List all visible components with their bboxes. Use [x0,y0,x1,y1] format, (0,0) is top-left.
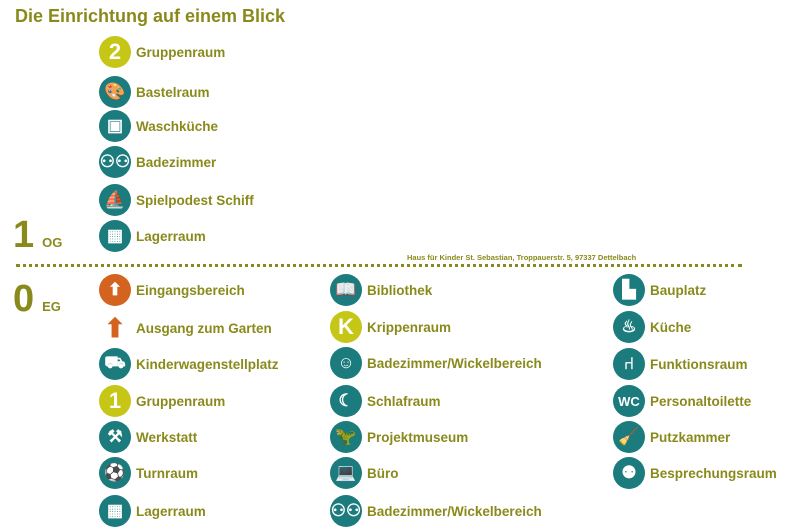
legend-item: ⚇⚇ Badezimmer [99,145,216,179]
legend-item: ⛵ Spielpodest Schiff [99,183,254,217]
legend-item: ⚽ Turnraum [99,456,198,490]
legend-item: ▦ Lagerraum [99,219,206,253]
legend-item: 📖 Bibliothek [330,273,432,307]
legend-label: Gruppenraum [136,393,226,409]
legend-label: Besprechungsraum [650,465,777,481]
bucket-mop-icon: 🧹 [613,421,645,453]
blocks-icon: ▙ [613,274,645,306]
legend-label: Gruppenraum [136,44,226,60]
legend-item: ⚉ Besprechungsraum [613,456,777,490]
legend-item: 🧹 Putzkammer [613,420,730,454]
legend-label: Büro [367,465,399,481]
legend-item: 🎨 Bastelraum [99,75,210,109]
legend-item: ⛟ Kinderwagenstellplatz [99,347,279,381]
legend-item: ⑁ Funktionsraum [613,347,748,381]
letter-k-icon: K [330,311,362,343]
floor-divider [16,264,742,267]
moon-star-icon: ☾ [330,385,362,417]
legend-item: 🦖 Projektmuseum [330,420,468,454]
legend-item: ⬆ Eingangsbereich [99,273,245,307]
number-1-icon: 1 [99,385,131,417]
hammer-icon: ⚒ [99,421,131,453]
legend-label: Bibliothek [367,282,433,298]
legend-label: Krippenraum [367,319,452,335]
legend-item: 💻 Büro [330,456,399,490]
legend-label: Waschküche [136,118,219,134]
legend-item: ☾ Schlafraum [330,384,441,418]
laptop-icon: 💻 [330,457,362,489]
legend-item: ⚒ Werkstatt [99,420,197,454]
legend-label: Werkstatt [136,429,198,445]
legend-label: Schlafraum [367,393,441,409]
legend-label: Bauplatz [650,282,707,298]
floor-label: OG [42,235,63,250]
cooking-pot-icon: ♨ [613,311,645,343]
legend-label: Putzkammer [650,429,731,445]
legend-item: 1 Gruppenraum [99,384,225,418]
sailboat-icon: ⛵ [99,184,131,216]
legend-label: Küche [650,319,692,335]
legend-label: Ausgang zum Garten [136,320,272,336]
legend-label: Spielpodest Schiff [136,192,254,208]
address: Haus für Kinder St. Sebastian, Troppauer… [407,253,637,262]
children-icon: ⚇⚇ [99,146,131,178]
legend-label: Lagerraum [136,503,206,519]
legend-label: Turnraum [136,465,199,481]
legend-label: Bastelraum [136,84,210,100]
palette-brush-icon: 🎨 [99,76,131,108]
legend-label: Eingangsbereich [136,282,245,298]
legend-item: ▦ Lagerraum [99,494,206,528]
book-icon: 📖 [330,274,362,306]
floor-label: EG [42,299,61,314]
page-title: Die Einrichtung auf einem Blick [15,6,286,26]
legend-item: ▣ Waschküche [99,109,218,143]
legend-label: Badezimmer/Wickelbereich [367,355,542,371]
number-2-icon: 2 [99,36,131,68]
legend-item: ⚇⚇ Badezimmer/Wickelbereich [330,494,542,528]
dinosaur-icon: 🦖 [330,421,362,453]
children-icon: ⚇⚇ [330,495,362,527]
legend-item: ▙ Bauplatz [613,273,706,307]
stroller-icon: ⛟ [99,348,131,380]
shelves-icon: ▦ [99,495,131,527]
legend-label: Personaltoilette [650,393,752,409]
legend-item: ☺ Badezimmer/Wickelbereich [330,346,542,380]
legend-item: ♨ Küche [613,310,691,344]
legend-item: 2 Gruppenraum [99,35,225,69]
legend-label: Funktionsraum [650,356,748,372]
ball-icon: ⚽ [99,457,131,489]
shelves-icon: ▦ [99,220,131,252]
arrow-up-icon: ⬆ [104,312,126,343]
legend-label: Kinderwagenstellplatz [136,356,279,372]
legend-label: Badezimmer/Wickelbereich [367,503,542,519]
legend-item: K Krippenraum [330,310,451,344]
arrow-up-icon: ⬆ [99,274,131,306]
legend-label: Lagerraum [136,228,206,244]
washing-machine-icon: ▣ [99,110,131,142]
legend-item: ⬆ Ausgang zum Garten [99,311,272,345]
legend-label: Projektmuseum [367,429,469,445]
legend-item: WC Personaltoilette [613,384,751,418]
floor-number: 0 [13,278,35,320]
baby-icon: ☺ [330,347,362,379]
meeting-icon: ⚉ [613,457,645,489]
floor-number: 1 [13,214,35,256]
chair-icon: ⑁ [613,348,645,380]
legend-label: Badezimmer [136,154,217,170]
wc-icon: WC [613,385,645,417]
